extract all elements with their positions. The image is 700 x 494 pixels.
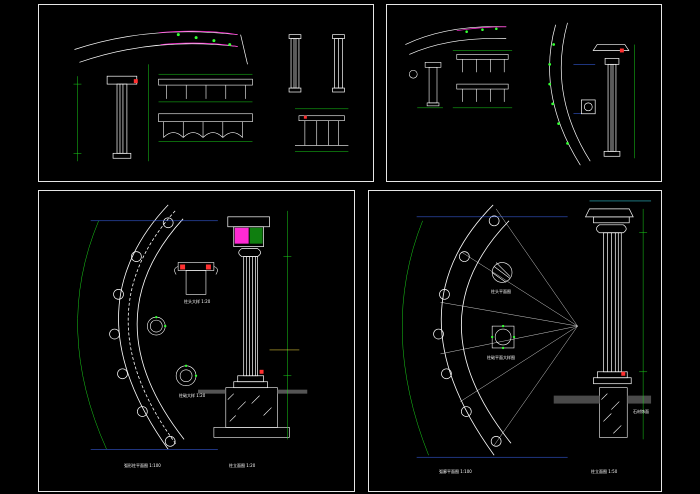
plan-dimensions: [77, 220, 107, 450]
column-elevations-right: [288, 34, 345, 93]
colonnade-elevation: [158, 78, 253, 138]
arc-plan-band: [549, 22, 591, 166]
column-section-hatch: [491, 262, 515, 349]
label-capital: 柱头大样 1:20: [184, 299, 211, 304]
fan-plan-columns: [433, 215, 502, 447]
beam-nodes: [176, 33, 232, 47]
drawing-top-right: [405, 22, 635, 166]
label-base-plan: 柱础平面大样图: [487, 355, 515, 360]
sheet-top-right: [386, 4, 662, 182]
curved-beam-plan: [405, 26, 507, 55]
green-dimensions: [73, 64, 253, 162]
drawing-bottom-right: [402, 200, 652, 458]
label-capital-plan: 柱头平面图: [491, 289, 511, 294]
label-stone-finish: 石材饰面: [633, 409, 649, 414]
arc-walkway-plan: [118, 204, 185, 450]
pavilion-elevation: [294, 115, 349, 146]
capital-hatch: [234, 227, 249, 244]
label-column-elevation: 柱立面图 1:50: [591, 469, 618, 474]
sheet-bottom-right: 弧廊平面图 1:100 柱立面图 1:50 柱头平面图 柱础平面大样图 石材饰面: [368, 190, 662, 492]
sheet-bottom-left: 弧形柱平面图 1:100 柱立面图 1:20 柱头大样 1:20 柱础大样 1:…: [38, 190, 355, 492]
column-elevation: [584, 208, 634, 385]
footing-section: [213, 387, 290, 438]
colonnade-elevation: [456, 54, 509, 102]
label-base: 柱础大样 1:20: [179, 393, 206, 398]
column-elevation-left: [106, 75, 138, 159]
sheet-top-left: [38, 4, 374, 182]
arc-plan-columns: [109, 217, 176, 447]
curved-beam-plan: [74, 30, 248, 65]
column-elevation-large: [581, 44, 630, 157]
capital-detail: [174, 262, 218, 295]
small-column-elevation: [409, 62, 442, 107]
drawing-top-left: [73, 30, 349, 162]
fan-walkway-plan: [440, 204, 512, 456]
fan-radial-lines: [440, 208, 578, 446]
column-section-circles: [147, 316, 197, 386]
drawing-bottom-left: [77, 204, 308, 450]
column-elevation: [227, 216, 270, 389]
label-plan: 弧形柱平面图 1:100: [124, 463, 161, 468]
label-plan: 弧廊平面图 1:100: [439, 469, 472, 474]
footing-section: [599, 387, 628, 438]
label-column-elevation: 柱立面图 1:20: [229, 463, 256, 468]
